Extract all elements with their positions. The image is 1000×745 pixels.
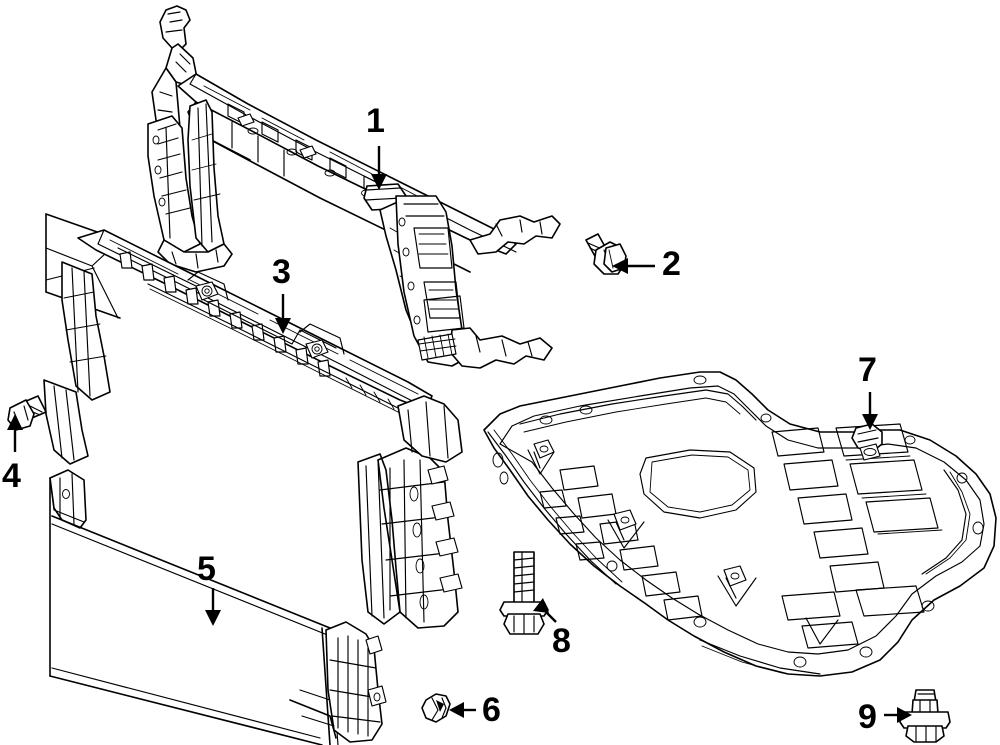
callout-number-2[interactable]: 2 xyxy=(662,245,681,283)
callout-number-8[interactable]: 8 xyxy=(552,622,571,660)
callout-leaders xyxy=(7,146,912,723)
arrowhead-3 xyxy=(275,318,291,334)
arrowhead-5 xyxy=(205,610,221,626)
part-3-air-deflector-upper xyxy=(43,213,433,465)
arrowhead-2 xyxy=(612,258,628,274)
arrowhead-7 xyxy=(862,414,878,430)
callout-number-1[interactable]: 1 xyxy=(366,102,385,140)
arrowhead-9 xyxy=(897,707,912,723)
part-5-lower-baffle-panel xyxy=(49,469,387,745)
callout-number-5[interactable]: 5 xyxy=(197,550,216,588)
part-6-retainer-clip xyxy=(421,693,451,723)
part-1-radiator-support-upper-tie-bar xyxy=(147,5,561,369)
arrowhead-6 xyxy=(449,702,464,718)
callout-number-6[interactable]: 6 xyxy=(482,691,501,729)
callout-number-7[interactable]: 7 xyxy=(858,351,877,389)
arrowhead-1 xyxy=(371,174,387,190)
arrowhead-4 xyxy=(7,414,23,430)
part-8-long-flange-bolt xyxy=(499,551,549,635)
arrowhead-8 xyxy=(533,598,549,613)
part-3-right-vertical-support xyxy=(357,395,463,629)
callout-number-9[interactable]: 9 xyxy=(858,698,877,736)
callout-number-3[interactable]: 3 xyxy=(272,253,291,291)
part-9-push-pin-retainer xyxy=(899,689,951,743)
callout-number-4[interactable]: 4 xyxy=(2,457,21,495)
part-7-engine-splash-shield xyxy=(483,371,997,677)
